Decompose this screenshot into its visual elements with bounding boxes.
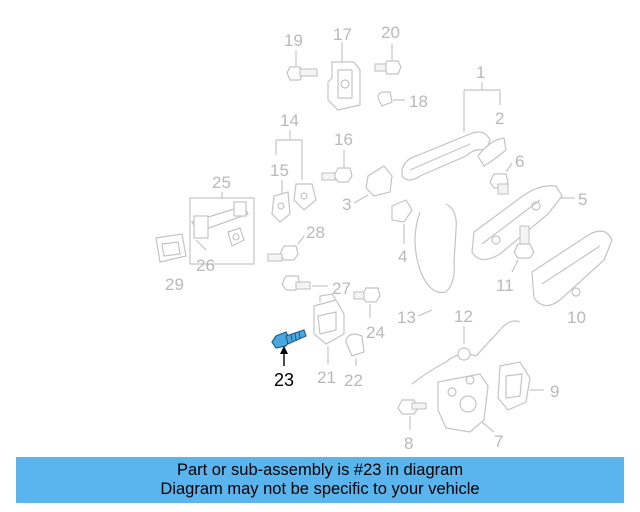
part-label-19: 19 (284, 31, 303, 50)
bolt-28-icon (267, 245, 299, 262)
bolt-20-icon (374, 44, 402, 75)
part-label-5: 5 (578, 190, 587, 209)
part-label-20: 20 (381, 23, 400, 42)
bolt-23-highlighted-icon (271, 329, 307, 349)
part-label-1: 1 (476, 63, 485, 82)
part-label-26: 26 (196, 256, 215, 275)
inner-handle-10-icon (531, 230, 613, 307)
door-latch-7-icon (437, 373, 489, 433)
assembly-box-25 (189, 197, 255, 265)
screw-16-icon (321, 150, 353, 183)
screw-11-icon (513, 225, 535, 259)
part-label-10: 10 (567, 308, 586, 327)
door-check-25-icon (191, 201, 249, 251)
part-label-12: 12 (454, 307, 473, 326)
part-label-16: 16 (334, 130, 353, 149)
bushing-22-icon (345, 333, 365, 357)
bracket-1-icon (463, 82, 501, 132)
part-label-15: 15 (270, 161, 289, 180)
part-label-6: 6 (515, 152, 524, 171)
screw-6-icon (489, 173, 509, 195)
part-label-29: 29 (165, 275, 184, 294)
info-banner: Part or sub-assembly is #23 in diagram D… (16, 457, 624, 503)
part-label-24: 24 (366, 323, 385, 342)
part-label-28: 28 (306, 223, 325, 242)
part-label-18: 18 (409, 92, 428, 111)
part-label-14: 14 (280, 111, 299, 130)
part-label-23: 23 (274, 370, 294, 390)
clip-18-icon (377, 91, 405, 107)
part-label-4: 4 (398, 247, 407, 266)
parts-diagram: 19 17 20 18 14 15 16 3 (155, 23, 613, 453)
arrowhead-23-icon (280, 346, 288, 354)
part-label-27: 27 (332, 279, 351, 298)
part-label-8: 8 (404, 434, 413, 453)
bolt-24-icon (353, 287, 381, 303)
bracket-14-icon (275, 130, 303, 180)
part-label-22: 22 (344, 371, 363, 390)
cap-3-icon (365, 165, 393, 197)
bolt-27-icon (281, 275, 311, 291)
screw-8-icon (397, 399, 427, 415)
part-label-17: 17 (333, 25, 352, 44)
part-label-11: 11 (496, 276, 514, 295)
part-label-9: 9 (550, 382, 559, 401)
lock-cover-9-icon (497, 361, 531, 411)
handle-frame-5-icon (471, 185, 563, 261)
check-link-15-icon (271, 180, 317, 223)
part-label-7: 7 (494, 432, 503, 451)
part-label-3: 3 (342, 195, 351, 214)
banner-line-2: Diagram may not be specific to your vehi… (160, 480, 480, 498)
cable-end-12-icon (457, 347, 471, 361)
bolt-19-icon (286, 50, 318, 81)
striker-21-icon (313, 293, 345, 345)
hinge-17-icon (327, 42, 361, 111)
part-label-21: 21 (317, 368, 336, 387)
bezel-4-icon (391, 199, 413, 244)
part-label-2: 2 (495, 109, 504, 128)
bracket-29-icon (155, 233, 187, 263)
banner-line-1: Part or sub-assembly is #23 in diagram (176, 461, 464, 479)
seal-26-icon (227, 227, 245, 247)
part-label-25: 25 (212, 173, 231, 192)
outer-handle-1-icon (401, 131, 507, 181)
part-label-13: 13 (397, 308, 416, 327)
cable-13-icon (414, 203, 457, 294)
